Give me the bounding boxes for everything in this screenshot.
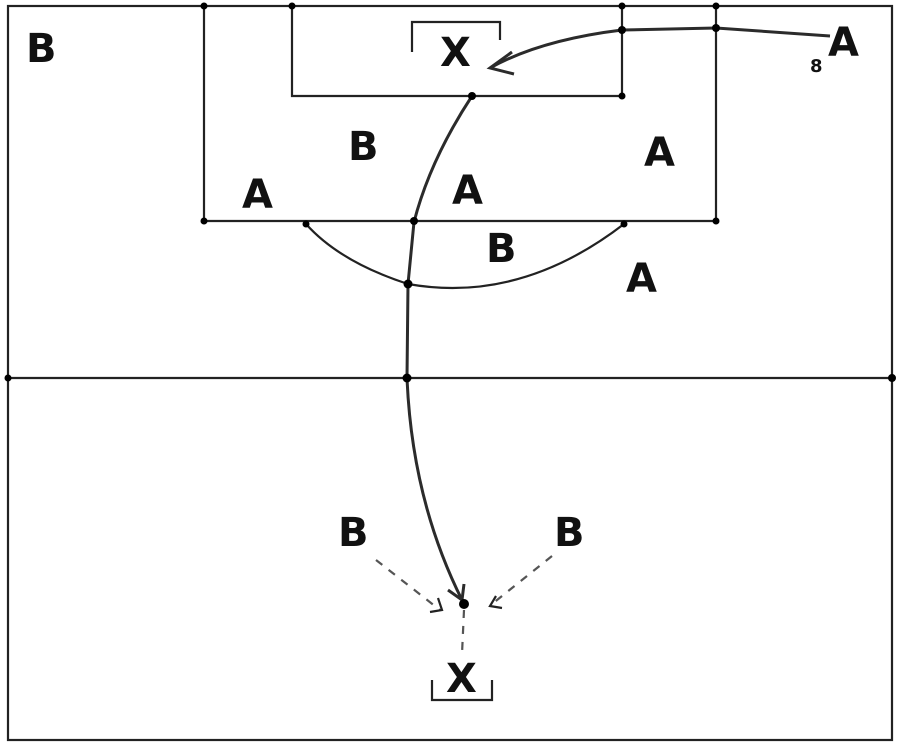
label-penalty-right: A <box>644 130 675 176</box>
top-goal-bracket <box>410 20 502 52</box>
bottom-goal-bracket <box>430 680 494 702</box>
node <box>200 217 208 225</box>
penalty-arc <box>305 223 625 290</box>
support-arrow-right <box>488 595 503 610</box>
label-bottom-left: B <box>338 510 369 556</box>
corner-marker: 8 <box>810 56 823 77</box>
node <box>712 217 720 225</box>
node <box>403 279 413 289</box>
label-bottom-right: B <box>554 510 585 556</box>
pass-arrow-head-top <box>486 50 515 76</box>
label-penalty-center: A <box>452 168 483 214</box>
node <box>402 373 412 383</box>
node <box>888 374 896 382</box>
node <box>618 2 626 10</box>
node <box>620 220 628 228</box>
label-goal-area: X <box>440 30 471 76</box>
penalty-box <box>202 6 718 223</box>
node <box>618 92 626 100</box>
pass-path-top <box>489 26 831 70</box>
label-top-right: A <box>828 20 859 66</box>
node <box>302 220 310 228</box>
node <box>4 374 12 382</box>
node <box>712 24 720 32</box>
field-boundary <box>6 4 894 742</box>
node <box>712 2 720 10</box>
label-arc-right: A <box>626 256 657 302</box>
node <box>410 217 418 225</box>
node <box>468 92 476 100</box>
label-penalty-mid: B <box>348 124 379 170</box>
label-bottom-goal: X <box>446 656 477 702</box>
support-run-right <box>491 555 553 605</box>
label-penalty-left: A <box>242 172 273 218</box>
support-arrow-left <box>429 597 444 614</box>
node <box>200 2 208 10</box>
label-top-left: B <box>26 26 57 72</box>
ball <box>459 599 469 609</box>
ball-continuation <box>460 609 466 655</box>
node <box>288 2 296 10</box>
goal-area <box>290 6 624 98</box>
support-run-left <box>375 559 441 611</box>
node <box>618 26 626 34</box>
label-arc-center: B <box>486 226 517 272</box>
